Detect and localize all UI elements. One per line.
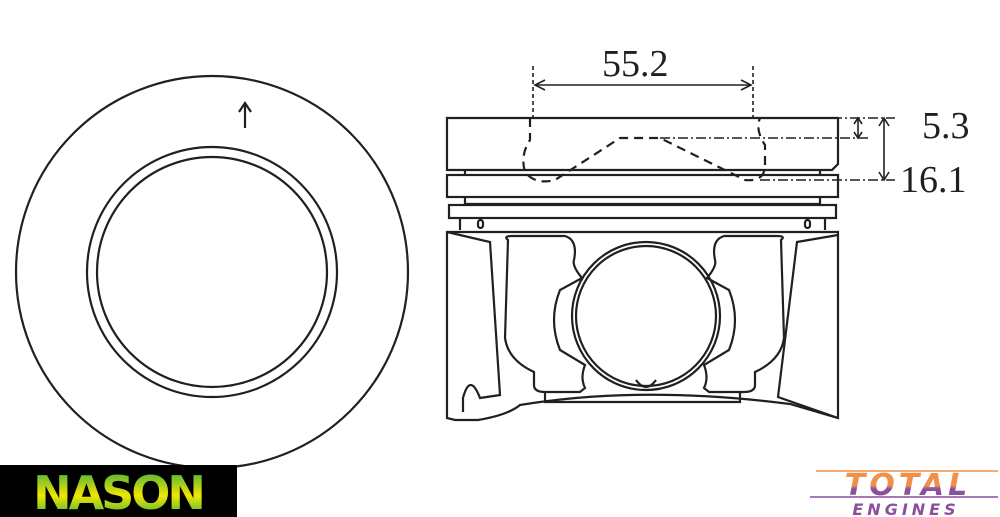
dimension-5-3-label: 5.3 [922, 105, 970, 147]
dimension-16-1-label: 16.1 [900, 159, 967, 201]
piston-side-view [445, 116, 840, 422]
pin-bore-inner [574, 244, 718, 388]
total-logo-text: TOTAL [845, 468, 971, 503]
nason-logo: NASON [0, 465, 237, 517]
bowl-inner-circle [95, 155, 329, 389]
dimension-lines [532, 66, 895, 182]
crown-land [445, 116, 840, 172]
ring-land-1 [445, 173, 840, 199]
skirt-outline [445, 230, 840, 422]
pin-bore-outer [570, 240, 722, 392]
piston-top-view [14, 74, 410, 470]
engines-logo-text: ENGINES [852, 500, 959, 517]
outer-crown-circle [14, 74, 410, 470]
direction-arrow-icon [238, 101, 252, 128]
bowl-hidden-line [522, 117, 767, 183]
total-engines-logo: TOTAL ENGINES [808, 465, 1000, 517]
dimension-55-2-label: 55.2 [602, 43, 669, 85]
ring-land-2 [447, 203, 838, 220]
nason-logo-text: NASON [33, 466, 203, 517]
bowl-outer-circle [85, 145, 339, 399]
